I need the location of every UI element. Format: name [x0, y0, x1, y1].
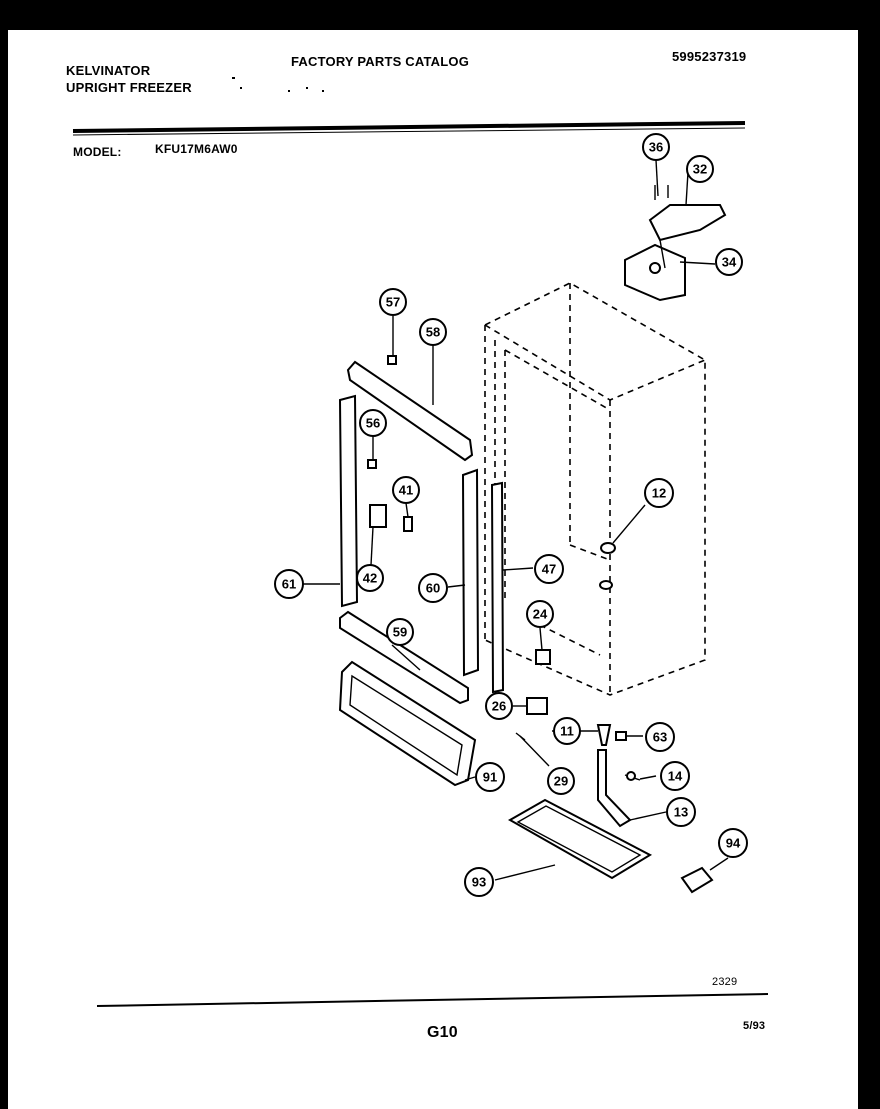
drain-pan: [507, 798, 653, 880]
callout-57: 57: [379, 288, 407, 316]
callout-47: 47: [534, 554, 564, 584]
svg-text:93: 93: [472, 875, 486, 890]
breaker-strip-top: [346, 360, 474, 462]
control-housing: [624, 185, 727, 302]
page-number: G10: [427, 1024, 458, 1041]
footer-rule: [96, 993, 769, 1007]
svg-text:60: 60: [426, 581, 440, 596]
brand-name: KELVINATOR: [66, 63, 151, 78]
svg-text:12: 12: [652, 486, 666, 501]
catalog-number: 5995237319: [672, 49, 747, 64]
callout-93: 93: [464, 867, 494, 897]
speckle-marks: [232, 77, 324, 92]
callout-29: 29: [547, 767, 575, 795]
model-number: KFU17M6AW0: [155, 142, 238, 156]
svg-text:91: 91: [483, 770, 497, 785]
callout-26: 26: [485, 692, 513, 720]
callout-42: 42: [356, 564, 384, 592]
breaker-strip-left: [338, 394, 359, 608]
svg-text:13: 13: [674, 805, 688, 820]
breaker-strip-bottom: [339, 610, 469, 705]
svg-text:42: 42: [363, 571, 377, 586]
svg-text:63: 63: [653, 730, 667, 745]
svg-text:94: 94: [726, 836, 741, 851]
svg-text:47: 47: [542, 562, 556, 577]
callout-13: 13: [666, 797, 696, 827]
svg-text:26: 26: [492, 699, 506, 714]
callout-59: 59: [386, 618, 414, 646]
gasket-strip: [490, 481, 505, 694]
callout-91: 91: [475, 762, 505, 792]
callout-34: 34: [715, 248, 743, 276]
drip-pan-frame: [338, 660, 477, 787]
drawing-number: 2329: [712, 976, 738, 988]
revision-date: 5/93: [743, 1020, 766, 1032]
svg-text:56: 56: [366, 416, 380, 431]
catalog-title: FACTORY PARTS CATALOG: [291, 54, 470, 69]
header-rule: [72, 121, 746, 136]
callout-56: 56: [359, 409, 387, 437]
callout-61: 61: [274, 569, 304, 599]
svg-text:11: 11: [560, 724, 574, 739]
svg-text:29: 29: [554, 774, 568, 789]
svg-text:32: 32: [693, 162, 707, 177]
svg-text:57: 57: [386, 295, 400, 310]
callout-24: 24: [526, 600, 554, 628]
drain-tube: [597, 749, 632, 828]
leader-lines: [303, 159, 729, 881]
breaker-strip-right: [461, 468, 480, 677]
svg-text:24: 24: [533, 607, 548, 622]
svg-text:61: 61: [282, 577, 296, 592]
callout-32: 32: [686, 155, 714, 183]
svg-text:41: 41: [399, 483, 413, 498]
svg-text:59: 59: [393, 625, 407, 640]
product-name: UPRIGHT FREEZER: [66, 80, 192, 95]
callout-11: 11: [553, 717, 581, 745]
callout-58: 58: [419, 318, 447, 346]
svg-text:14: 14: [668, 769, 683, 784]
callout-41: 41: [392, 476, 420, 504]
svg-text:58: 58: [426, 325, 440, 340]
callout-14: 14: [660, 761, 690, 791]
callout-63: 63: [645, 722, 675, 752]
svg-text:34: 34: [722, 255, 737, 270]
callout-12: 12: [644, 478, 674, 508]
callout-94: 94: [718, 828, 748, 858]
callout-36: 36: [642, 133, 670, 161]
svg-text:36: 36: [649, 140, 663, 155]
model-label: MODEL:: [73, 145, 122, 159]
callout-60: 60: [418, 573, 448, 603]
